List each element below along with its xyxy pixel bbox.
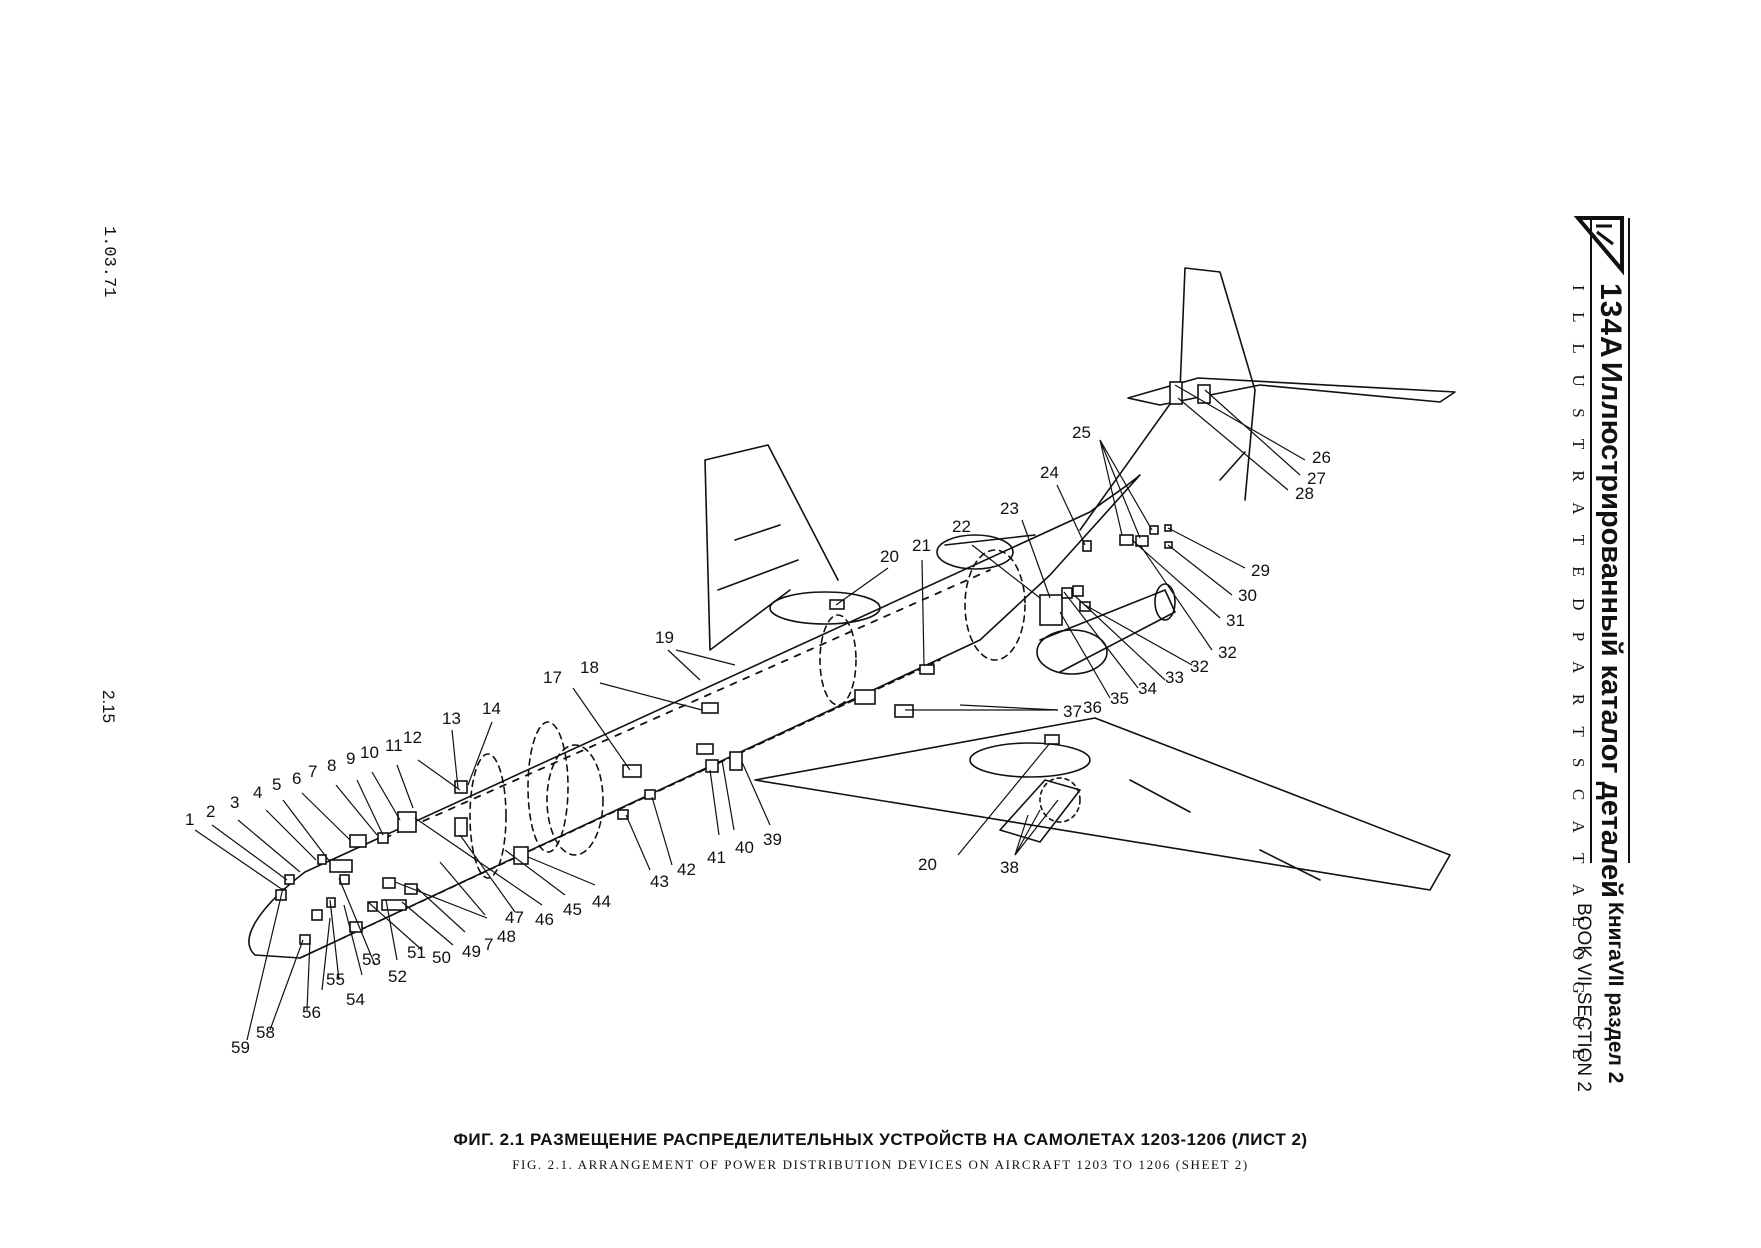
callout-37: 37: [1063, 702, 1082, 721]
figure-caption-en: FIG. 2.1. ARRANGEMENT OF POWER DISTRIBUT…: [512, 1157, 1249, 1172]
callout-18: 18: [580, 658, 599, 677]
callout-4: 4: [253, 783, 262, 802]
frame: [527, 721, 569, 853]
callout-45: 45: [563, 900, 582, 919]
equipment-blocks: [275, 381, 1211, 945]
callout-10: 10: [360, 743, 379, 762]
callout-23: 23: [1000, 499, 1019, 518]
frame: [819, 614, 857, 706]
callout-3: 3: [230, 793, 239, 812]
header-divider-2: [1628, 218, 1630, 863]
callout-35: 35: [1110, 689, 1129, 708]
callout-5: 5: [272, 775, 281, 794]
page-number: 2.15: [99, 690, 118, 724]
callout-21: 21: [912, 536, 931, 555]
callout-31: 31: [1226, 611, 1245, 630]
book-section-ru: КнигаVII раздел 2: [1604, 902, 1627, 1084]
fuselage-underside: [299, 659, 941, 959]
callout-26: 26: [1312, 448, 1331, 467]
callout-25: 25: [1072, 423, 1091, 442]
callout-29: 29: [1251, 561, 1270, 580]
vertical-fin: [1079, 267, 1256, 531]
callout-14: 14: [482, 699, 501, 718]
horizontal-stabilizer: [1127, 377, 1456, 406]
book-section-en: BOOK VII SECTION 2: [1573, 903, 1594, 1092]
callout-2: 2: [206, 802, 215, 821]
callout-11: 11: [385, 736, 403, 755]
callout-50: 50: [432, 948, 451, 967]
engine-left: [936, 534, 1014, 570]
callout-13: 13: [442, 709, 461, 728]
callout-53: 53: [362, 950, 381, 969]
callout-36: 36: [1083, 698, 1102, 717]
callout-34: 34: [1138, 679, 1157, 698]
callout-20-bottom: 20: [918, 855, 937, 874]
callout-8: 8: [327, 756, 336, 775]
right-wing: [754, 717, 1451, 891]
callout-54: 54: [346, 990, 365, 1009]
callout-33: 33: [1165, 668, 1184, 687]
catalog-title-ru: Иллюстрированный каталог деталей: [1595, 362, 1627, 898]
frame: [546, 744, 604, 856]
callout-41: 41: [707, 848, 726, 867]
callout-7-bottom: 7: [484, 935, 493, 954]
callout-43: 43: [650, 872, 669, 891]
callout-32-b: 32: [1190, 657, 1209, 676]
callout-32-a: 32: [1218, 643, 1237, 662]
frame: [469, 753, 507, 879]
callout-49: 49: [462, 942, 481, 961]
callout-27: 27: [1307, 469, 1326, 488]
callout-51: 51: [407, 943, 426, 962]
callout-38: 38: [1000, 858, 1019, 877]
callout-7-top: 7: [308, 762, 317, 781]
callout-12: 12: [403, 728, 422, 747]
callout-39: 39: [763, 830, 782, 849]
callout-55: 55: [326, 970, 345, 989]
callout-17: 17: [543, 668, 562, 687]
callout-28: 28: [1295, 484, 1314, 503]
callout-59: 59: [231, 1038, 250, 1057]
callout-46: 46: [535, 910, 554, 929]
header-divider: [1590, 218, 1592, 863]
callout-20-top: 20: [880, 547, 899, 566]
figure-caption-ru: ФИГ. 2.1 РАЗМЕЩЕНИЕ РАСПРЕДЕЛИТЕЛЬНЫХ УС…: [453, 1130, 1308, 1149]
frame: [964, 549, 1026, 661]
callout-24: 24: [1040, 463, 1059, 482]
callout-48: 48: [497, 927, 516, 946]
callout-1: 1: [185, 810, 194, 829]
callout-9: 9: [346, 749, 355, 768]
callout-44: 44: [592, 892, 611, 911]
callout-52: 52: [388, 967, 407, 986]
triangle-logo: [1573, 216, 1624, 276]
engine-right: [1036, 629, 1108, 675]
callout-30: 30: [1238, 586, 1257, 605]
right-wing-fairing: [969, 742, 1091, 778]
model-number: 134A: [1594, 283, 1627, 359]
left-wing: [704, 444, 839, 651]
callout-42: 42: [677, 860, 696, 879]
callout-6: 6: [292, 769, 301, 788]
callout-40: 40: [735, 838, 754, 857]
fuselage-outline: [248, 474, 1141, 959]
callout-19: 19: [655, 628, 674, 647]
callout-56: 56: [302, 1003, 321, 1022]
callout-22: 22: [952, 517, 971, 536]
callout-47: 47: [505, 908, 524, 927]
callout-58: 58: [256, 1023, 275, 1042]
date-stamp: 1.03.71: [99, 226, 118, 298]
left-wing-fairing: [769, 591, 881, 625]
